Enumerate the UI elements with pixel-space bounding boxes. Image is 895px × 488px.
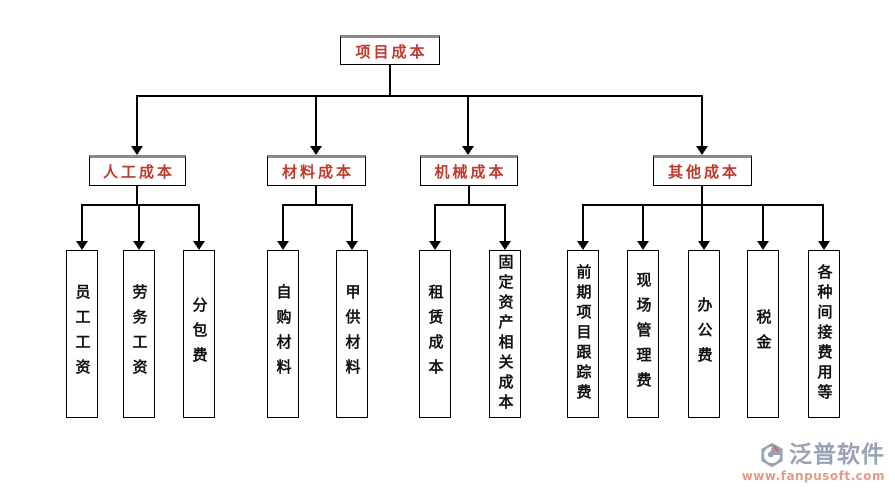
connector-line (701, 95, 703, 146)
leaf-label: 租赁成本 (426, 284, 445, 384)
connector-line (762, 204, 764, 241)
connector-line (468, 186, 470, 206)
arrow-down-icon (193, 241, 205, 250)
connector-line (136, 186, 138, 206)
arrow-down-icon (346, 241, 358, 250)
leaf-label: 现场管理费 (634, 271, 653, 397)
connector-line (282, 204, 353, 206)
arrow-down-icon (462, 146, 474, 155)
arrow-down-icon (499, 241, 511, 250)
connector-line (351, 204, 353, 241)
leaf-label: 税金 (754, 309, 773, 359)
connector-line (467, 95, 469, 146)
arrow-down-icon (310, 146, 322, 155)
connector-line (198, 204, 200, 241)
arrow-down-icon (133, 241, 145, 250)
node-self-purchased-materials: 自购材料 (267, 250, 299, 418)
arrow-down-icon (698, 241, 710, 250)
node-rental-cost: 租赁成本 (419, 250, 451, 418)
leaf-label: 各种间接费用等 (815, 264, 834, 404)
arrow-down-icon (131, 146, 143, 155)
connector-line (701, 186, 703, 206)
leaf-label: 固定资产相关成本 (496, 254, 515, 414)
connector-line (315, 186, 317, 206)
connector-line (138, 204, 140, 241)
node-material-cost: 材料成本 (267, 155, 366, 186)
node-owner-supplied-materials: 甲供材料 (336, 250, 368, 418)
connector-line (582, 204, 584, 241)
connector-line (315, 95, 317, 146)
node-other-cost: 其他成本 (653, 155, 752, 186)
node-labor-service-wages: 劳务工资 (123, 250, 155, 418)
connector-line (701, 204, 703, 241)
watermark: 泛普软件 www.fanpusoft.com (742, 442, 885, 482)
leaf-label: 员工工资 (73, 284, 92, 384)
node-early-project-tracking-fee: 前期项目跟踪费 (567, 250, 599, 418)
node-project-cost: 项目成本 (340, 35, 440, 65)
watermark-brand-text: 泛普软件 (789, 441, 885, 468)
arrow-down-icon (577, 241, 589, 250)
leaf-label: 前期项目跟踪费 (574, 264, 593, 404)
connector-line (136, 95, 138, 146)
connector-line (389, 65, 391, 95)
connector-line (136, 95, 703, 97)
connector-line (81, 204, 83, 241)
connector-line (642, 204, 644, 241)
node-labor-cost: 人工成本 (89, 155, 186, 186)
arrow-down-icon (277, 241, 289, 250)
node-misc-indirect-costs: 各种间接费用等 (808, 250, 840, 418)
connector-line (504, 204, 506, 241)
connector-line (434, 204, 506, 206)
node-office-fee: 办公费 (688, 250, 720, 418)
arrow-down-icon (637, 241, 649, 250)
arrow-down-icon (818, 241, 830, 250)
leaf-label: 劳务工资 (130, 284, 149, 384)
watermark-url-text: www.fanpusoft.com (741, 469, 885, 483)
connector-line (582, 204, 824, 206)
connector-line (282, 204, 284, 241)
arrow-down-icon (429, 241, 441, 250)
node-tax: 税金 (747, 250, 779, 418)
leaf-label: 分包费 (190, 296, 209, 372)
arrow-down-icon (696, 146, 708, 155)
node-subcontract-fee: 分包费 (183, 250, 215, 418)
node-machinery-cost: 机械成本 (420, 155, 518, 186)
connector-line (822, 204, 824, 241)
fanpu-logo-icon (759, 442, 785, 468)
connector-line (434, 204, 436, 241)
leaf-label: 自购材料 (274, 284, 293, 384)
leaf-label: 甲供材料 (343, 284, 362, 384)
arrow-down-icon (76, 241, 88, 250)
node-site-management-fee: 现场管理费 (627, 250, 659, 418)
arrow-down-icon (757, 241, 769, 250)
connector-line (81, 204, 200, 206)
node-fixed-asset-related-cost: 固定资产相关成本 (489, 250, 521, 418)
leaf-label: 办公费 (695, 296, 714, 372)
node-employee-wages: 员工工资 (66, 250, 98, 418)
